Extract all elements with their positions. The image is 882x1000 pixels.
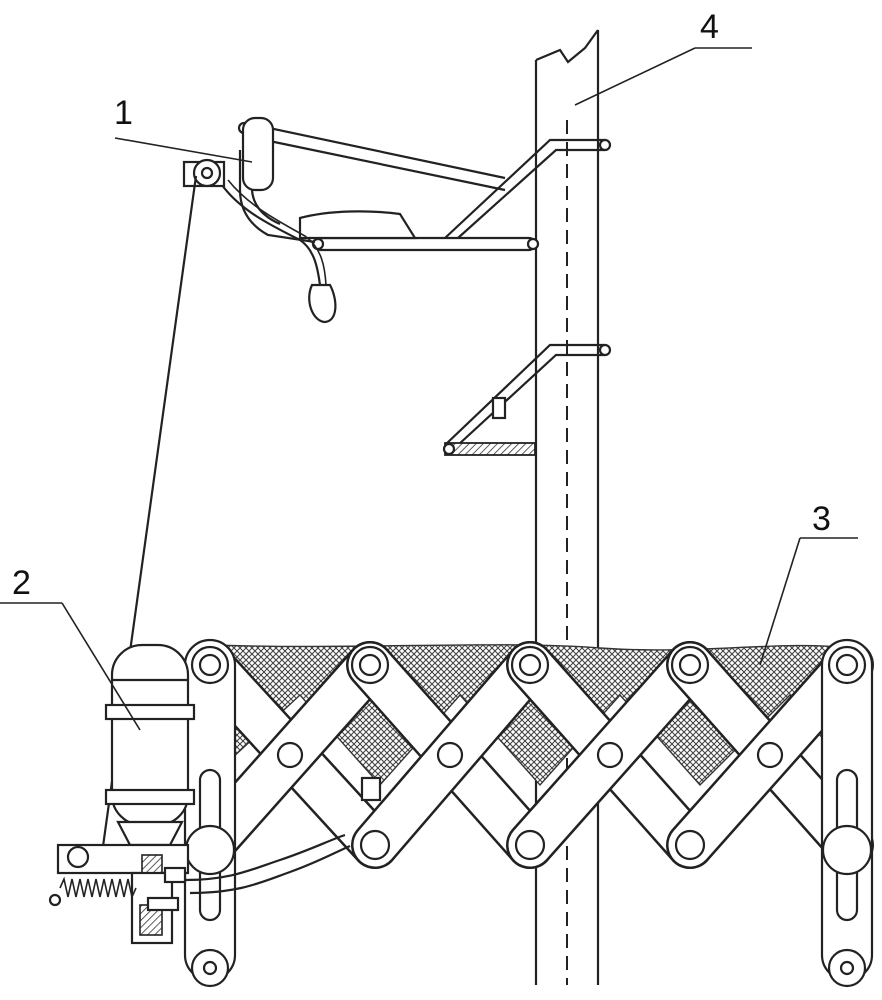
left-slider-knob <box>184 824 236 876</box>
pivot-row-middle <box>276 741 784 769</box>
label-1: 1 <box>114 94 133 132</box>
platform-load <box>298 210 417 240</box>
upper-arm-assembly <box>182 116 612 324</box>
bracket-clip <box>491 396 507 420</box>
label-2: 2 <box>12 564 31 602</box>
label-4: 4 <box>700 8 719 46</box>
cable-loop <box>308 283 337 324</box>
lower-bracket <box>442 343 612 456</box>
callouts: 1 2 3 4 <box>0 8 858 731</box>
leader-1 <box>114 137 253 163</box>
label-3: 3 <box>812 500 831 538</box>
left-wheel <box>190 948 230 988</box>
pivot-row-top <box>190 645 867 685</box>
net-clip <box>360 776 382 802</box>
right-slider-knob <box>821 824 873 876</box>
hook-housing <box>241 116 275 192</box>
scissor-linkage <box>183 638 874 988</box>
platform-bar <box>313 236 537 252</box>
right-wheel <box>827 948 867 988</box>
spring <box>59 876 137 900</box>
motor-assembly <box>48 643 351 945</box>
pivot-row-bottom <box>359 829 706 861</box>
